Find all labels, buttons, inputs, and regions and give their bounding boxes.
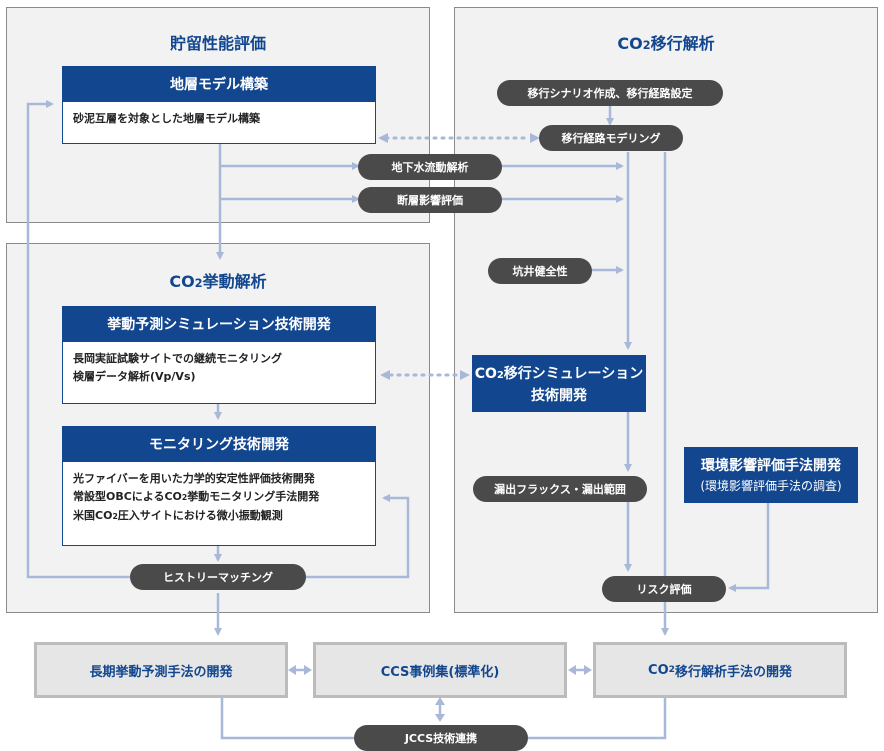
- ccs-cases-box: CCS事例集(標準化): [313, 642, 567, 698]
- co2-behavior-title: CO2挙動解析: [169, 272, 267, 291]
- monitoring-body: 光ファイバーを用いた力学的安定性評価技術開発 常設型OBCによるCO2挙動モニタ…: [62, 462, 376, 546]
- monitoring-line1: 光ファイバーを用いた力学的安定性評価技術開発: [73, 472, 315, 485]
- migration-sim-line1: CO2移行シミュレーション: [474, 366, 644, 382]
- geo-model-body: 砂泥互層を対象とした地層モデル構築: [62, 102, 376, 144]
- storage-evaluation-title: 貯留性能評価: [169, 34, 266, 53]
- behavior-sim-line1: 長岡実証試験サイトでの継続モニタリング: [73, 352, 282, 365]
- path-modeling-pill: 移行経路モデリング: [539, 125, 683, 151]
- jccs-pill: JCCS技術連携: [354, 725, 528, 751]
- monitoring-line3: 米国CO2圧入サイトにおける微小振動観測: [73, 509, 283, 522]
- migration-sim-box: CO2移行シミュレーション 技術開発: [472, 355, 646, 412]
- long-term-prediction-box: 長期挙動予測手法の開発: [34, 642, 288, 698]
- leak-flux-pill: 漏出フラックス・漏出範囲: [473, 476, 647, 502]
- scenario-pill: 移行シナリオ作成、移行経路設定: [497, 80, 723, 106]
- groundwater-pill: 地下水流動解析: [358, 154, 502, 180]
- behavior-sim-line2: 検層データ解析(Vp/Vs): [73, 370, 196, 383]
- co2-migration-title: CO2移行解析: [617, 34, 715, 53]
- risk-assessment-pill: リスク評価: [602, 576, 726, 602]
- well-integrity-pill: 坑井健全性: [488, 258, 592, 284]
- env-impact-subtitle: (環境影響評価手法の調査): [700, 479, 842, 493]
- env-impact-title: 環境影響評価手法開発: [701, 458, 841, 474]
- migration-sim-line2: 技術開発: [531, 388, 587, 404]
- monitoring-header: モニタリング技術開発: [62, 426, 376, 462]
- fault-pill: 断層影響評価: [358, 187, 502, 213]
- geo-model-header: 地層モデル構築: [62, 66, 376, 102]
- behavior-sim-header: 挙動予測シミュレーション技術開発: [62, 306, 376, 342]
- env-impact-box: 環境影響評価手法開発 (環境影響評価手法の調査): [684, 447, 858, 503]
- history-matching-pill: ヒストリーマッチング: [130, 564, 306, 590]
- monitoring-line2: 常設型OBCによるCO2挙動モニタリング手法開発: [73, 490, 320, 503]
- behavior-sim-body: 長岡実証試験サイトでの継続モニタリング 検層データ解析(Vp/Vs): [62, 342, 376, 404]
